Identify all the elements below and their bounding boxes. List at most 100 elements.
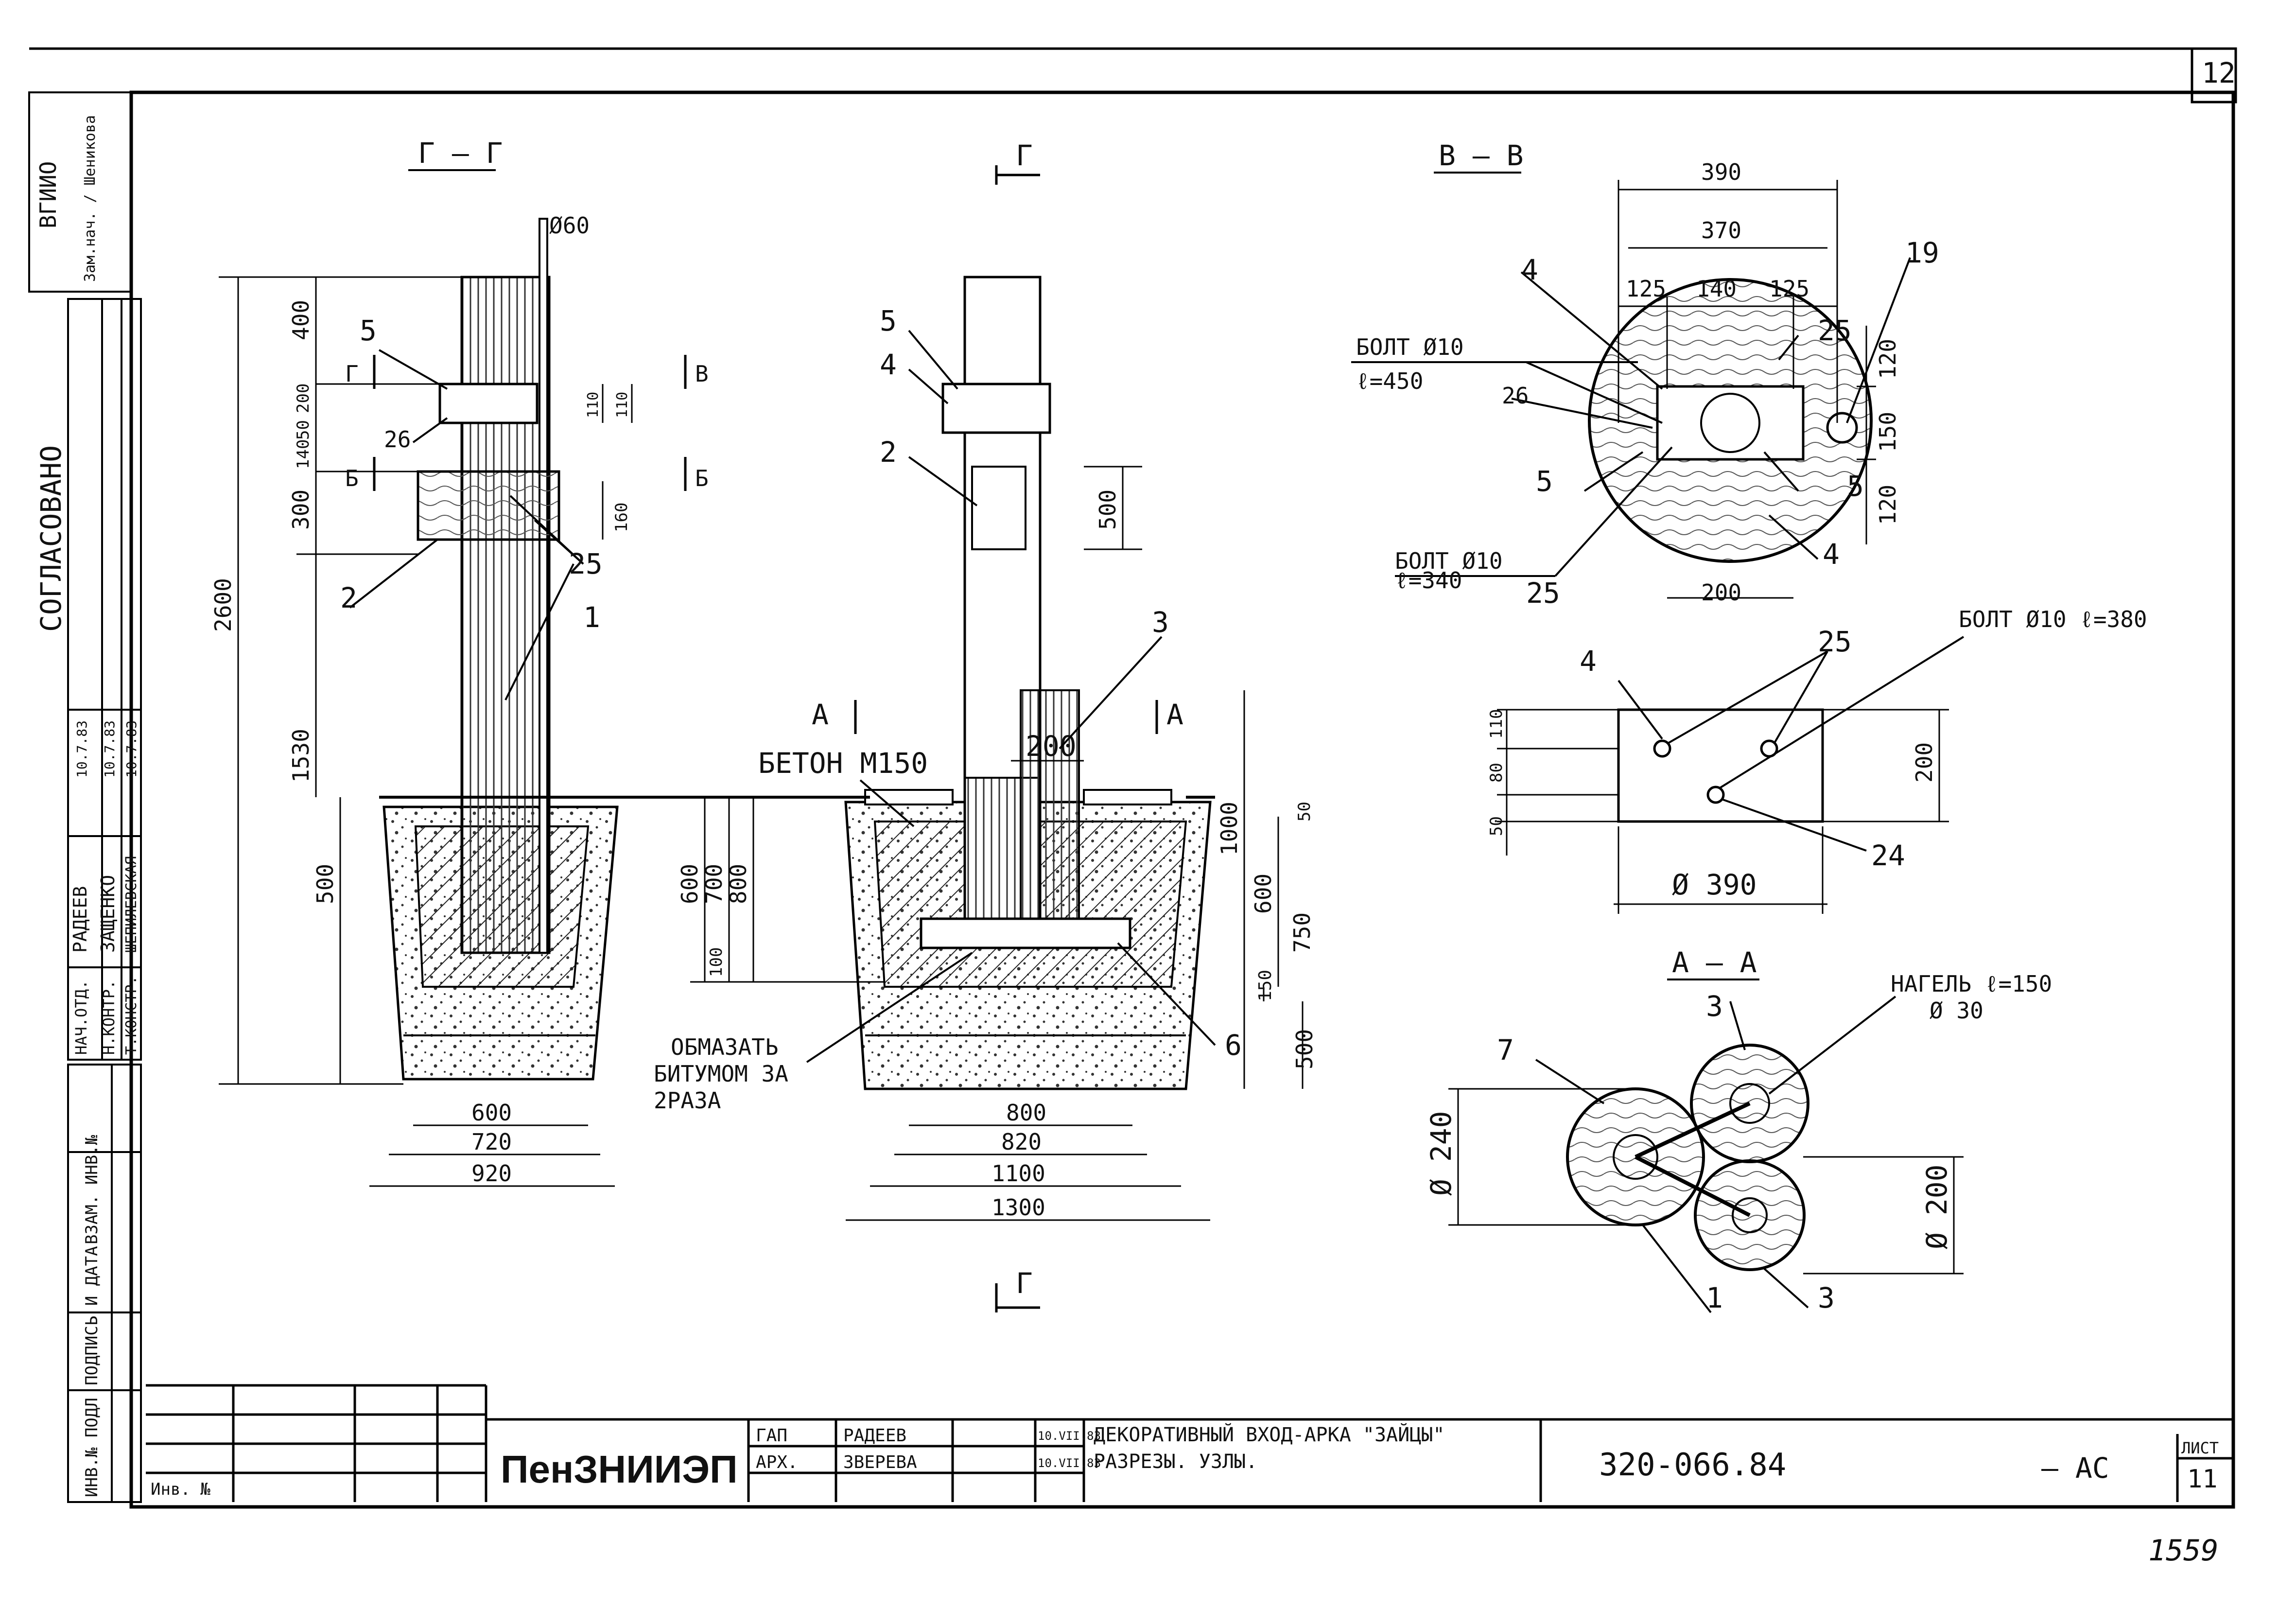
label-dowel-b: Ø 30: [1930, 997, 1983, 1024]
dim-gg-200: 200: [294, 384, 313, 413]
approval-date-2: 10.7.83: [102, 720, 118, 778]
cut-b-left: Б: [345, 465, 359, 491]
vgio-sub: Зам.нач. / Шеникова: [82, 115, 99, 282]
dim-m-1000: 1000: [1216, 802, 1242, 856]
dim-v-120a: 120: [1875, 339, 1901, 379]
tb-arch: АРХ.: [756, 1452, 798, 1472]
label-bolt3: БОЛТ Ø10 ℓ=380: [1959, 606, 2147, 632]
dim-m-600: 600: [677, 864, 703, 904]
callout-26-gg: 26: [384, 426, 411, 453]
callout-5-vv-right: 5: [1847, 470, 1864, 503]
dim-m-b820: 820: [1001, 1129, 1042, 1155]
callout-25-gg: 25: [569, 547, 603, 580]
dim-m-b1300: 1300: [991, 1194, 1045, 1221]
dim-v-140: 140: [1696, 276, 1737, 302]
title-block: [146, 1384, 2233, 1502]
dim-v-125b: 125: [1769, 276, 1809, 302]
tb-name1: РАДЕЕВ: [843, 1426, 906, 1446]
dim-m-r600: 600: [1250, 874, 1276, 914]
agreed-label: СОГЛАСОВАНО: [35, 445, 68, 632]
callout-19-vv: 19: [1905, 236, 1939, 269]
dim-gg-400: 400: [288, 300, 314, 340]
dim-gg-110b: 110: [614, 392, 631, 418]
label-coat-3: 2РАЗА: [654, 1087, 721, 1114]
vzam-inv-label: ВЗАМ. ИНВ.№: [82, 1135, 102, 1244]
tb-code: 320-066.84: [1599, 1447, 1786, 1483]
tb-date1: 10.VII.83: [1038, 1429, 1101, 1443]
section-vv: В – В 390 370 125 140 125 120 150 120 20…: [1351, 139, 1939, 610]
callout-7-aa: 7: [1497, 1033, 1514, 1066]
callout-5-m: 5: [880, 304, 897, 337]
dim-v-390: 390: [1701, 159, 1741, 185]
inv-podl-label: ИНВ.№ ПОДЛ: [82, 1398, 102, 1497]
cut-b-right: Б: [695, 465, 709, 491]
sheet-frame: [29, 47, 2237, 1509]
callout-1-aa: 1: [1706, 1281, 1723, 1314]
dim-p-80: 80: [1487, 763, 1506, 783]
dim-m-750: 750: [1289, 912, 1315, 953]
dim-m-150: 150: [1255, 970, 1275, 1001]
dim-gg-2600: 2600: [210, 578, 236, 632]
callout-26-vv: 26: [1502, 383, 1529, 409]
cut-a-right: А: [1166, 698, 1183, 731]
dim-v-200: 200: [1701, 579, 1741, 606]
sheet-number-top: 12: [2202, 56, 2236, 89]
dim-gg-110a: 110: [585, 392, 602, 418]
dim-v-150: 150: [1875, 412, 1901, 452]
section-gg: Г – Г 260: [210, 137, 709, 1187]
tb-sheet-no: 11: [2187, 1465, 2218, 1494]
callout-25-vv-top: 25: [1818, 314, 1852, 347]
label-bolt1-a: БОЛТ Ø10: [1356, 334, 1464, 360]
callout-3-m: 3: [1152, 606, 1169, 639]
dim-gg-920: 920: [471, 1160, 512, 1187]
label-coat-1: ОБМАЗАТЬ: [671, 1034, 779, 1060]
cut-a-left: А: [812, 698, 829, 731]
callout-2-m: 2: [880, 436, 897, 469]
label-concrete: БЕТОН М150: [758, 747, 928, 780]
section-aa: А – А Ø 240 Ø 200 НАГЕЛЬ ℓ=150 Ø 30 3: [1425, 946, 2052, 1314]
dim-v-125a: 125: [1626, 276, 1666, 302]
tb-sheet-label: ЛИСТ: [2181, 1439, 2219, 1457]
section-aa-title: А – А: [1672, 946, 1757, 979]
label-d200: Ø 200: [1920, 1164, 1953, 1249]
callout-4-plate: 4: [1580, 645, 1597, 678]
dim-v-120b: 120: [1875, 485, 1901, 525]
approval-date-3: 10.7.83: [123, 720, 139, 778]
dim-m-100: 100: [707, 947, 726, 977]
tb-gap: ГАП: [756, 1426, 787, 1446]
dim-v-370: 370: [1701, 217, 1741, 244]
cut-g-top: Г: [1016, 139, 1033, 172]
dim-m-200: 200: [1026, 730, 1077, 763]
label-bolt2-a: БОЛТ Ø10: [1395, 548, 1503, 574]
cut-v-left: Г: [345, 361, 359, 387]
callout-5-gg: 5: [360, 314, 377, 347]
dim-gg-500: 500: [312, 864, 338, 904]
podpis-data-label: ПОДПИСЬ И ДАТА: [82, 1246, 102, 1385]
plate-plan: 110 80 50 200 Ø 390 4 25 БОЛТ Ø10 ℓ=380 …: [1487, 606, 2147, 914]
dim-m-b1100: 1100: [991, 1160, 1045, 1187]
dim-gg-50: 50: [294, 420, 313, 440]
approval-name-1: РАДЕЕВ: [70, 886, 91, 953]
label-bolt2-b: ℓ=340: [1395, 567, 1462, 594]
dim-gg-1530: 1530: [288, 729, 314, 783]
cut-g-bottom: Г: [1016, 1267, 1033, 1300]
callout-24-plate: 24: [1871, 839, 1905, 872]
callout-3-aa-top: 3: [1706, 990, 1723, 1023]
callout-3-aa-bottom: 3: [1818, 1281, 1835, 1314]
left-approval-strip: [28, 91, 142, 1503]
approval-name-3: ШЕПИЛЕВСКАЯ: [123, 856, 140, 953]
approval-name-2: ЗАЩЕНКО: [97, 875, 119, 953]
section-middle: Г Г А А 500 200 600: [627, 139, 1318, 1312]
callout-4-m: 4: [880, 348, 897, 381]
label-dowel-a: НАГЕЛЬ ℓ=150: [1891, 971, 2052, 997]
dim-p-110: 110: [1487, 709, 1506, 739]
label-coat-2: БИТУМОМ 3А: [654, 1061, 788, 1087]
dim-m-r500: 500: [1291, 1029, 1318, 1069]
approval-role-1: НАЧ.ОТД.: [72, 980, 90, 1055]
dim-m-800: 800: [725, 864, 751, 904]
tb-title-2: РАЗРЕЗЫ. УЗЛЫ.: [1094, 1451, 1257, 1473]
callout-1-gg: 1: [583, 601, 600, 634]
label-d390: Ø 390: [1672, 868, 1757, 901]
dim-m-500: 500: [1095, 489, 1121, 530]
callout-25-vv-bottom: 25: [1526, 577, 1560, 610]
